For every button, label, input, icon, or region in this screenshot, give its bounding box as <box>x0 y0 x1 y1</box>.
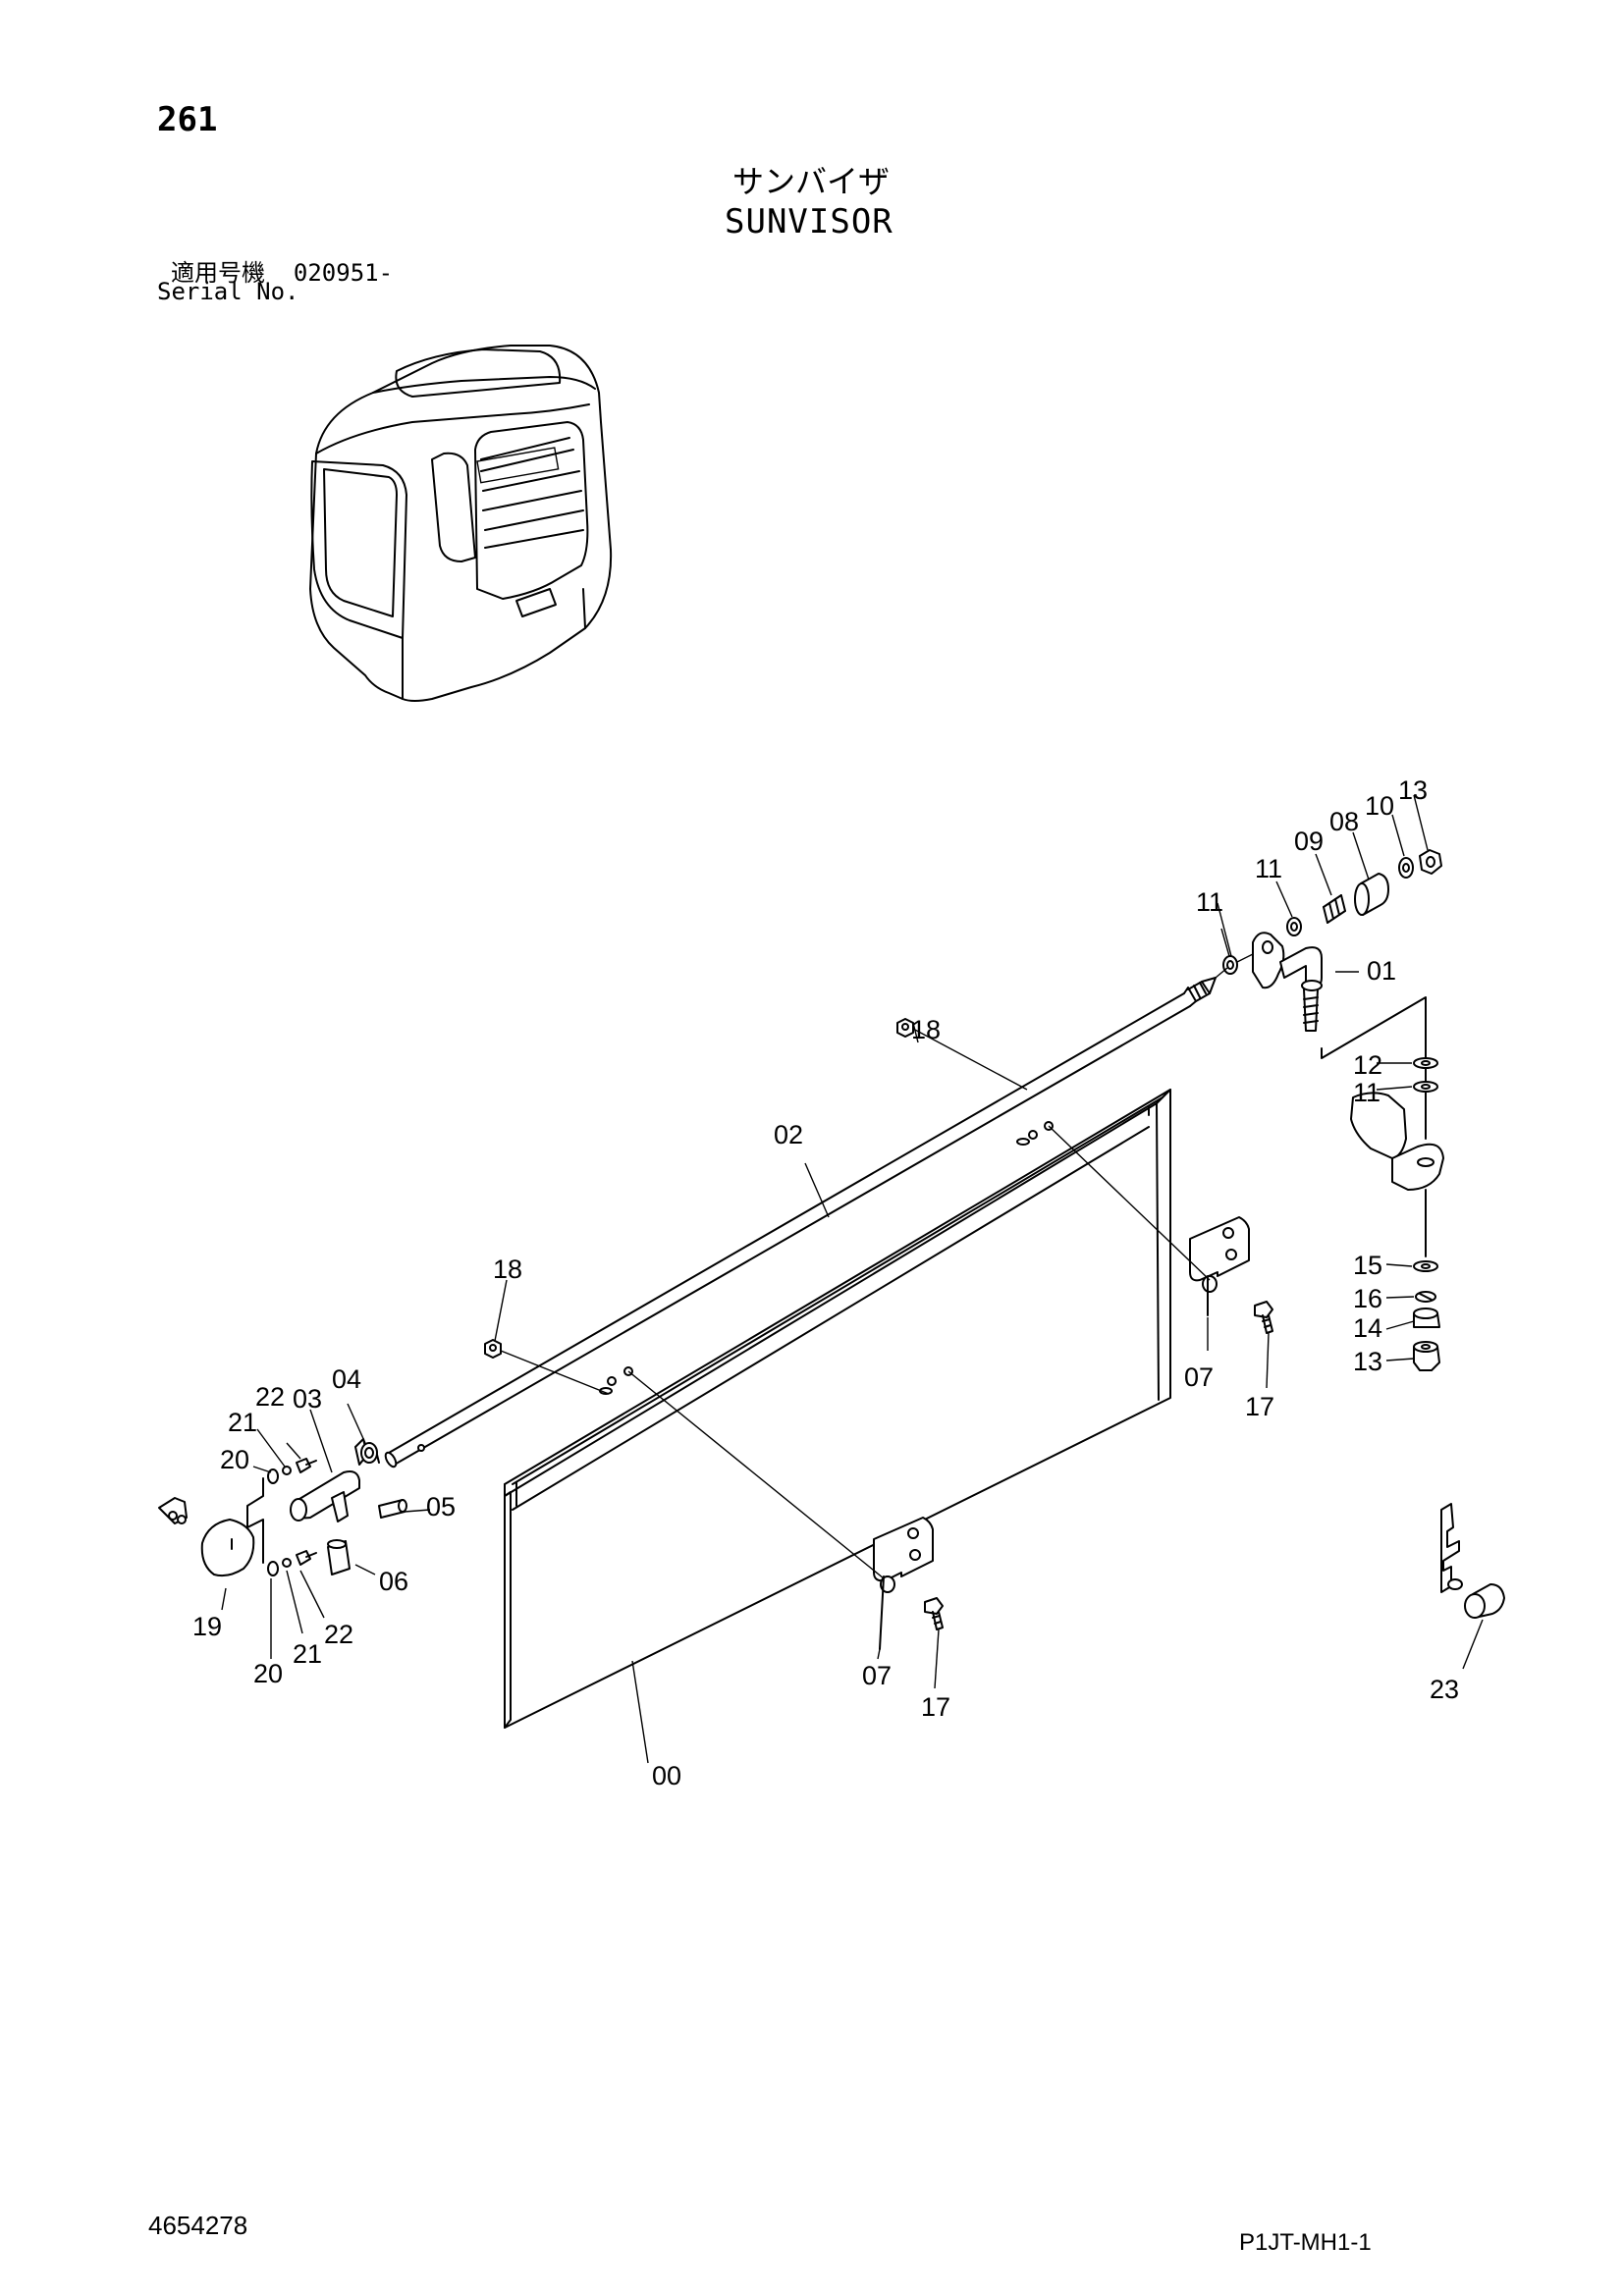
callout-14: 14 <box>1353 1313 1382 1343</box>
callout-22-lower: 22 <box>324 1620 353 1649</box>
callout-13-top: 13 <box>1398 775 1428 805</box>
callout-21-upper: 21 <box>228 1408 257 1437</box>
nuts-18 <box>484 1018 914 1359</box>
sunvisor-panel <box>504 1089 1171 1729</box>
callout-03: 03 <box>293 1384 322 1414</box>
callout-09: 09 <box>1294 827 1324 856</box>
title-japanese: サンバイザ <box>732 163 891 200</box>
pivot-bracket-assembly <box>1222 849 1444 1371</box>
serial-label-jp: 適用号機 <box>171 259 265 287</box>
serial-value: 020951- <box>293 259 394 287</box>
callout-20-lower: 20 <box>253 1659 283 1688</box>
callout-05: 05 <box>426 1492 456 1522</box>
serial-line-japanese: 適用号機 020951- <box>171 253 393 288</box>
callout-22-upper: 22 <box>255 1382 285 1412</box>
callout-21-lower: 21 <box>293 1639 322 1669</box>
callout-00: 00 <box>652 1761 681 1790</box>
callout-19: 19 <box>192 1612 222 1641</box>
callout-06: 06 <box>379 1567 408 1596</box>
right-mounting-bracket <box>1189 1216 1273 1334</box>
callout-04: 04 <box>332 1364 361 1394</box>
callout-07-lower: 07 <box>862 1661 892 1690</box>
callout-11-b: 11 <box>1255 854 1282 883</box>
callout-15: 15 <box>1353 1251 1382 1280</box>
callout-17-lower: 17 <box>921 1692 950 1722</box>
callout-20-upper: 20 <box>220 1445 249 1474</box>
callout-23: 23 <box>1430 1675 1459 1704</box>
callout-18-lower: 18 <box>493 1255 522 1284</box>
page-number: 261 <box>157 100 218 139</box>
callout-17-upper: 17 <box>1245 1392 1274 1421</box>
lower-mounting-bracket <box>873 1517 944 1650</box>
sheet-code: P1JT-MH1-1 <box>1239 2229 1372 2256</box>
callout-labels: 00 01 02 03 04 05 06 07 07 08 09 10 11 1… <box>192 775 1459 1790</box>
left-handle-assembly <box>158 1438 407 1577</box>
title-english: SUNVISOR <box>725 202 893 241</box>
callout-11-c: 11 <box>1353 1078 1380 1107</box>
callout-01: 01 <box>1367 956 1396 986</box>
callout-12: 12 <box>1353 1050 1382 1080</box>
assembly-lines <box>500 953 1254 1579</box>
callout-16: 16 <box>1353 1284 1382 1313</box>
document-number: 4654278 <box>148 2211 248 2240</box>
part-23-cushion <box>1440 1503 1505 1619</box>
callout-10: 10 <box>1365 791 1394 821</box>
main-rod <box>384 977 1217 1468</box>
callout-11-a: 11 <box>1196 887 1223 917</box>
callout-07-upper: 07 <box>1184 1362 1214 1392</box>
serial-label-english: Serial No. <box>157 278 299 305</box>
callout-08: 08 <box>1329 807 1359 836</box>
callout-02: 02 <box>774 1120 803 1149</box>
cab-location-illustration <box>309 345 613 702</box>
leader-lines <box>221 794 1484 1764</box>
callout-18-upper: 18 <box>911 1015 941 1044</box>
callout-13-bottom: 13 <box>1353 1347 1382 1376</box>
